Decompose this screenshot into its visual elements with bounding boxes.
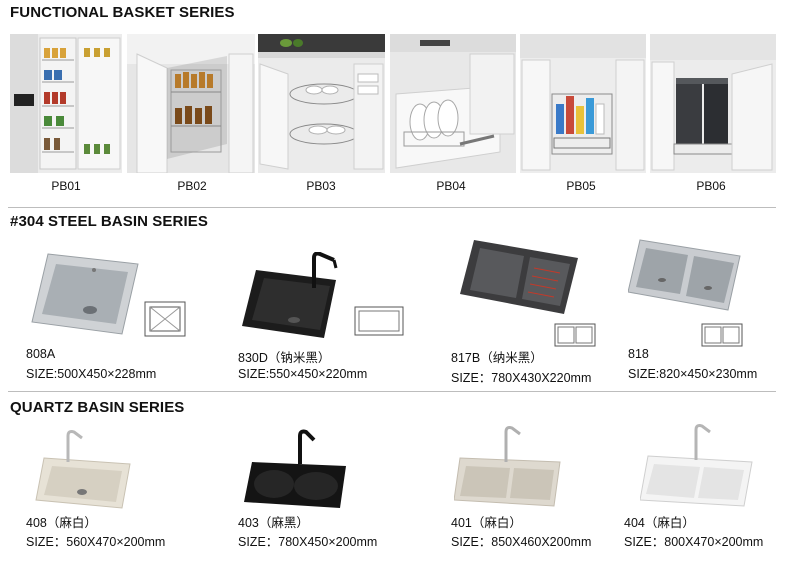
product-photo-408[interactable] bbox=[34, 428, 134, 510]
product-photo-pb03[interactable] bbox=[258, 34, 385, 173]
product-size-403: SIZE：780X450×200mm bbox=[238, 535, 378, 549]
product-size-830d: SIZE:550×450×220mm bbox=[238, 367, 368, 381]
section-divider bbox=[8, 391, 776, 392]
diagram-817b bbox=[553, 322, 597, 348]
product-name-817b: 817B（纳米黑） bbox=[451, 351, 543, 365]
product-name-408: 408（麻白） bbox=[26, 516, 97, 530]
product-name-808a: 808A bbox=[26, 347, 56, 361]
product-size-404: SIZE：800X470×200mm bbox=[624, 535, 764, 549]
product-photo-pb04[interactable] bbox=[390, 34, 516, 173]
product-code-pb03: PB03 bbox=[306, 179, 336, 193]
product-photo-817b[interactable] bbox=[460, 238, 580, 316]
product-size-401: SIZE：850X460X200mm bbox=[451, 535, 592, 549]
product-photo-pb02[interactable] bbox=[127, 34, 255, 173]
diagram-808a bbox=[143, 300, 187, 338]
product-size-818: SIZE:820×450×230mm bbox=[628, 367, 758, 381]
product-name-404: 404（麻白） bbox=[624, 516, 695, 530]
product-name-403: 403（麻黑） bbox=[238, 516, 309, 530]
product-code-pb05: PB05 bbox=[566, 179, 596, 193]
product-photo-pb01[interactable] bbox=[10, 34, 122, 173]
product-code-pb01: PB01 bbox=[51, 179, 81, 193]
product-photo-404[interactable] bbox=[640, 424, 756, 508]
section-title-basket: FUNCTIONAL BASKET SERIES bbox=[10, 4, 235, 21]
product-photo-403[interactable] bbox=[244, 428, 350, 510]
diagram-818 bbox=[700, 322, 744, 348]
product-code-pb04: PB04 bbox=[436, 179, 466, 193]
section-divider bbox=[8, 207, 776, 208]
product-name-401: 401（麻白） bbox=[451, 516, 522, 530]
product-name-818: 818 bbox=[628, 347, 649, 361]
product-photo-pb06[interactable] bbox=[650, 34, 776, 173]
product-photo-pb05[interactable] bbox=[520, 34, 646, 173]
product-photo-808a[interactable] bbox=[30, 250, 140, 340]
product-photo-830d[interactable] bbox=[240, 252, 350, 344]
diagram-830d bbox=[353, 305, 405, 337]
product-name-830d: 830D（钠米黑） bbox=[238, 351, 331, 365]
product-code-pb02: PB02 bbox=[177, 179, 207, 193]
product-size-808a: SIZE:500X450×228mm bbox=[26, 367, 157, 381]
product-size-408: SIZE：560X470×200mm bbox=[26, 535, 166, 549]
product-size-817b: SIZE：780X430X220mm bbox=[451, 371, 592, 385]
product-photo-818[interactable] bbox=[628, 238, 742, 312]
product-code-pb06: PB06 bbox=[696, 179, 726, 193]
section-title-steel: #304 STEEL BASIN SERIES bbox=[10, 213, 208, 230]
product-photo-401[interactable] bbox=[454, 424, 564, 508]
section-title-quartz: QUARTZ BASIN SERIES bbox=[10, 399, 185, 416]
